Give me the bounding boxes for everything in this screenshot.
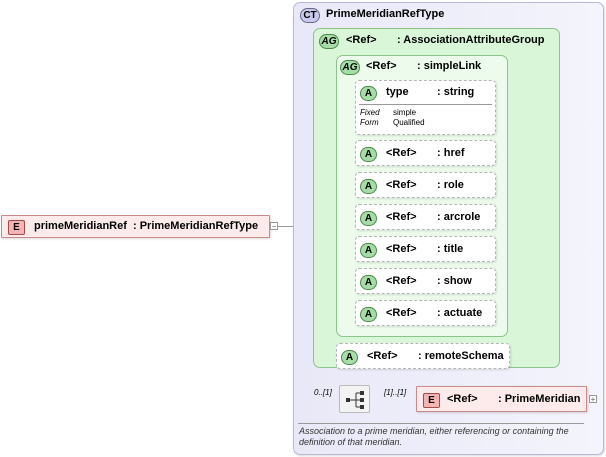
choice-occurs: 0..[1]	[314, 388, 332, 397]
ag-name: : AssociationAttributeGroup	[397, 34, 545, 46]
attribute-badge: A	[341, 350, 358, 365]
attribute-role[interactable]: A <Ref> : role	[355, 172, 496, 198]
root-element[interactable]: E primeMeridianRef : PrimeMeridianRefTyp…	[1, 215, 270, 238]
expand-toggle[interactable]: +	[589, 395, 597, 404]
complex-type-badge: CT	[300, 8, 320, 23]
attribute-name: : arcrole	[437, 211, 481, 223]
choice-icon	[346, 391, 364, 409]
attribute-name: : actuate	[437, 307, 483, 319]
ag-badge: AG	[319, 34, 339, 49]
attribute-remote-schema[interactable]: A <Ref> : remoteSchema	[336, 343, 510, 369]
attribute-badge: A	[360, 211, 377, 226]
element-badge: E	[423, 393, 440, 408]
attribute-name: : remoteSchema	[418, 350, 504, 362]
child-element-ref: <Ref>	[447, 393, 478, 405]
attribute-show[interactable]: A <Ref> : show	[355, 268, 496, 294]
attribute-href[interactable]: A <Ref> : href	[355, 140, 496, 166]
fixed-value: simple	[393, 108, 417, 117]
fixed-label: Fixed	[360, 108, 380, 117]
attribute-ref: <Ref>	[386, 275, 417, 287]
child-occurs: [1]..[1]	[384, 388, 407, 397]
child-element[interactable]: E <Ref> : PrimeMeridian	[416, 386, 587, 412]
root-element-name: primeMeridianRef	[34, 220, 127, 232]
description-divider	[298, 423, 584, 424]
ag-ref: <Ref>	[346, 34, 377, 46]
simple-link-badge: AG	[340, 60, 360, 75]
attribute-ref: <Ref>	[386, 147, 417, 159]
attribute-ref: <Ref>	[367, 350, 398, 362]
attribute-badge: A	[360, 147, 377, 162]
attribute-title[interactable]: A <Ref> : title	[355, 236, 496, 262]
attribute-arcrole[interactable]: A <Ref> : arcrole	[355, 204, 496, 230]
form-label: Form	[360, 118, 379, 127]
element-badge: E	[8, 220, 25, 235]
simple-link-name: : simpleLink	[417, 60, 482, 72]
attribute-ref: <Ref>	[386, 211, 417, 223]
type-attr-badge: A	[360, 86, 377, 101]
attribute-badge: A	[360, 179, 377, 194]
type-attr-type: : string	[437, 86, 475, 98]
type-attr-divider	[359, 104, 492, 105]
child-element-name: : PrimeMeridian	[498, 393, 581, 405]
simple-link-ref: <Ref>	[366, 60, 397, 72]
choice-compositor[interactable]	[339, 385, 370, 413]
root-element-type: : PrimeMeridianRefType	[133, 220, 259, 232]
connector-root	[278, 226, 305, 227]
attribute-name: : role	[437, 179, 464, 191]
attribute-badge: A	[360, 307, 377, 322]
attribute-badge: A	[360, 275, 377, 290]
collapse-toggle[interactable]: −	[270, 222, 278, 231]
attribute-name: : href	[437, 147, 465, 159]
attribute-name: : show	[437, 275, 472, 287]
attribute-ref: <Ref>	[386, 307, 417, 319]
attribute-actuate[interactable]: A <Ref> : actuate	[355, 300, 496, 326]
attribute-ref: <Ref>	[386, 243, 417, 255]
description: Association to a prime meridian, either …	[299, 426, 569, 447]
attribute-ref: <Ref>	[386, 179, 417, 191]
attribute-name: : title	[437, 243, 464, 255]
form-value: Qualified	[393, 118, 425, 127]
attribute-badge: A	[360, 243, 377, 258]
complex-type-name: PrimeMeridianRefType	[326, 8, 445, 20]
type-attribute[interactable]: A type : string Fixed simple Form Qualif…	[355, 80, 496, 135]
type-attr-name: type	[386, 86, 409, 98]
